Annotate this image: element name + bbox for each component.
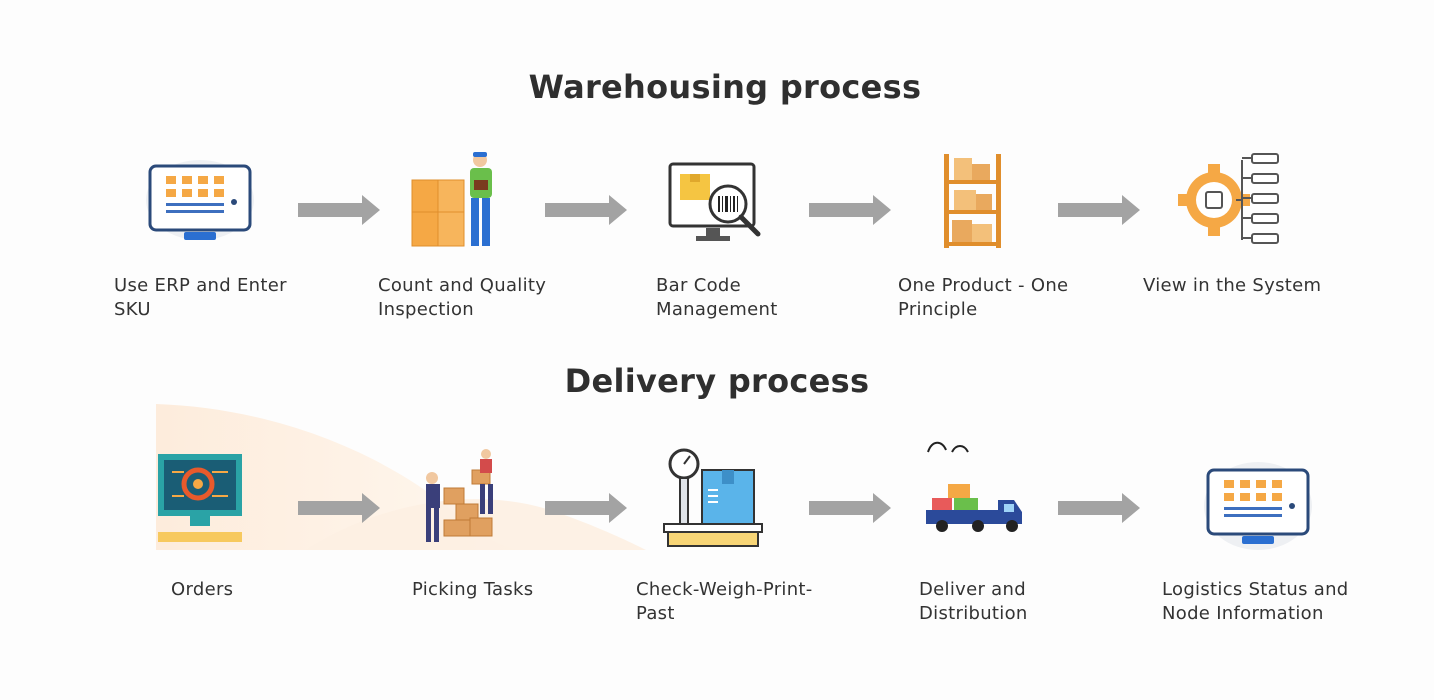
step-label-logistics-status: Logistics Status and Node Information bbox=[1162, 579, 1349, 624]
arrow-right-icon bbox=[545, 493, 627, 523]
step-label-orders: Orders bbox=[171, 579, 234, 600]
delivery-truck-icon bbox=[926, 441, 1022, 532]
arrow-right-icon bbox=[809, 493, 891, 523]
logistics-monitor-icon bbox=[1204, 462, 1312, 550]
barcode-scan-icon bbox=[668, 162, 761, 241]
erp-monitor-icon bbox=[146, 160, 254, 240]
step-label-count-inspection: Count and Quality Inspection bbox=[378, 275, 547, 320]
arrow-right-icon bbox=[809, 195, 891, 225]
shelf-rack-icon bbox=[944, 154, 1001, 248]
step-label-bar-code: Bar Code Management bbox=[656, 275, 778, 320]
weighing-scale-icon bbox=[663, 448, 763, 547]
step-label-one-product: One Product - One Principle bbox=[898, 275, 1069, 320]
step-label-view-system: View in the System bbox=[1143, 275, 1322, 296]
arrow-right-icon bbox=[298, 195, 380, 225]
step-label-check-weigh: Check-Weigh-Print-Past bbox=[636, 579, 813, 624]
delivery-title: Delivery process bbox=[564, 362, 870, 400]
warehouse-worker-icon bbox=[411, 152, 492, 247]
warehousing-title: Warehousing process bbox=[528, 68, 922, 106]
arrow-right-icon bbox=[1058, 493, 1140, 523]
orders-monitor-icon bbox=[158, 454, 242, 542]
step-label-picking-tasks: Picking Tasks bbox=[412, 579, 534, 600]
arrow-right-icon bbox=[1058, 195, 1140, 225]
system-tree-icon bbox=[1178, 153, 1279, 244]
step-label-deliver: Deliver and Distribution bbox=[919, 579, 1028, 624]
picking-workers-icon bbox=[426, 449, 493, 542]
arrow-right-icon bbox=[298, 493, 380, 523]
arrow-right-icon bbox=[545, 195, 627, 225]
step-label-use-erp: Use ERP and Enter SKU bbox=[114, 275, 287, 320]
